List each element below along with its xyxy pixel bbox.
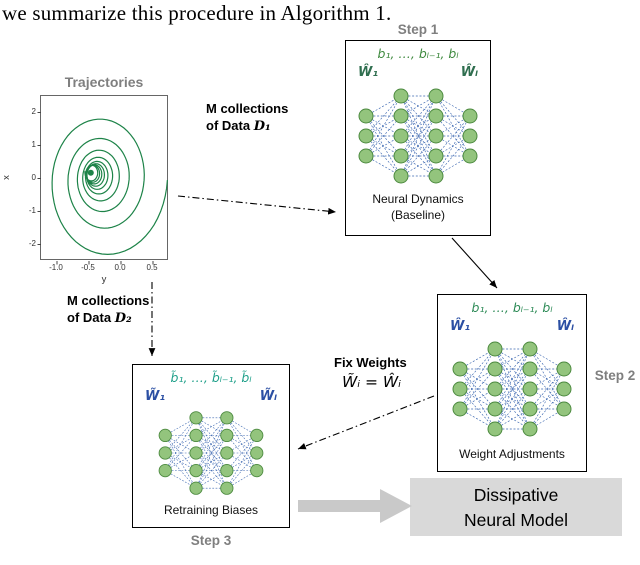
step1-caption-line2: (Baseline) (390, 208, 446, 222)
step3-weight-left-label: W̃₁ (145, 389, 166, 404)
step2-weight-right-label: Ŵₗ (556, 319, 574, 334)
step3-box: b̃₁, …, b̃ₗ₋₁, b̃ₗ W̃₁ W̃ₗ Retraining Bi… (132, 364, 290, 528)
data1-line2-text: of Data (206, 118, 251, 133)
x-tick-label: 0.0 (114, 263, 126, 272)
output-line2: Neural Model (463, 510, 569, 530)
y-tick-label: 0 (31, 172, 36, 182)
data2-line2-text: of Data (67, 310, 112, 325)
step2-caption: Weight Adjustments (459, 447, 565, 461)
y-tick-label: -1 (28, 205, 36, 215)
arrow-step2-to-step3 (297, 395, 435, 450)
data1-line2: of Data D₁ (206, 117, 288, 135)
x-tick-label: -0.5 (81, 263, 95, 272)
caption-text: we summarize this procedure in Algorithm… (2, 1, 392, 25)
step1-bias-label: b₁, …, bₗ₋₁, bₗ (377, 46, 459, 61)
fix-weights-equation: W̃ᵢ = Ŵᵢ (342, 373, 402, 391)
step1-weight-right-label: Ŵₗ (460, 65, 478, 80)
data2-annotation: M collections of Data D₂ (67, 292, 149, 327)
y-axis-label: x (0, 175, 12, 180)
step1-network-diagram (358, 88, 478, 184)
data1-symbol: D₁ (253, 119, 271, 134)
arrow-traj-to-step1 (177, 195, 337, 215)
x-tick-label: -1.0 (49, 263, 63, 272)
step2-weight-left-label: Ŵ₁ (450, 319, 471, 334)
step2-bias-label: b₁, …, bₗ₋₁, bₗ (471, 300, 553, 315)
data1-annotation: M collections of Data D₁ (206, 100, 288, 135)
step3-bias-label: b̃₁, …, b̃ₗ₋₁, b̃ₗ (170, 370, 252, 385)
x-axis-label: y (101, 274, 107, 285)
y-tick-label: 2 (31, 106, 36, 116)
step1-box: b₁, …, bₗ₋₁, bₗ Ŵ₁ Ŵₗ Neural Dynamics (B… (345, 40, 491, 236)
fix-weights-label: Fix Weights (334, 355, 407, 370)
step3-label: Step 3 (190, 533, 232, 548)
arrow-step1-to-step2 (451, 237, 498, 289)
y-tick-label: -2 (28, 238, 36, 248)
step2-box: b₁, …, bₗ₋₁, bₗ Ŵ₁ Ŵₗ Weight Adjustments (437, 294, 587, 472)
data2-line1: M collections (67, 293, 150, 308)
trajectories-plot (37, 95, 168, 265)
x-tick-label: 0.5 (146, 263, 158, 272)
arrow-step3-to-output (298, 489, 412, 523)
axis-ticks (37, 112, 154, 265)
step2-label: Step 2 (594, 368, 636, 383)
data2-symbol: D₂ (114, 311, 132, 326)
trajectories-title: Trajectories (64, 74, 144, 90)
step2-network-diagram (452, 341, 572, 437)
step1-label: Step 1 (397, 22, 439, 37)
y-tick-label: 1 (31, 139, 36, 149)
step1-weight-left-label: Ŵ₁ (358, 65, 379, 80)
dissipative-model-box: Dissipative Neural Model (410, 478, 622, 536)
output-line1: Dissipative (473, 485, 559, 505)
step3-weight-right-label: W̃ₗ (259, 389, 277, 404)
step3-network-diagram (158, 411, 264, 495)
spiral-trajectory-curve (37, 112, 168, 265)
step1-caption-line1: Neural Dynamics (372, 192, 464, 206)
data1-line1: M collections (206, 101, 289, 116)
step3-caption: Retraining Biases (163, 503, 259, 517)
data2-line2: of Data D₂ (67, 309, 149, 327)
